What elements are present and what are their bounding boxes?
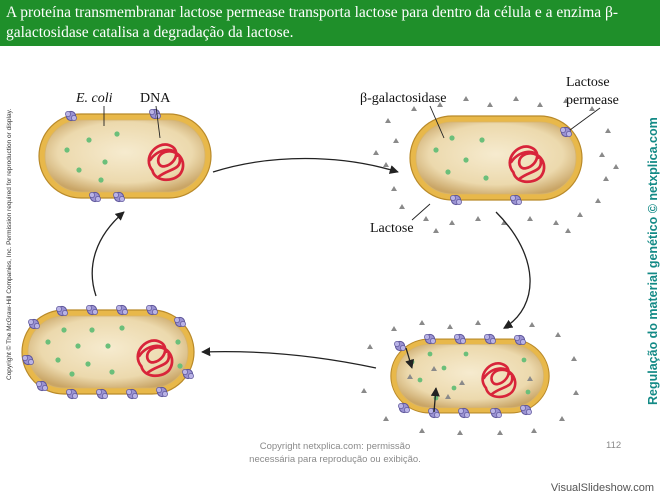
lactose-particles-outside-2 — [361, 320, 579, 435]
arrow-top — [212, 157, 399, 174]
label-lactose-permease-2: permease — [566, 93, 619, 108]
footer-line-2: necessária para reprodução ou exibição. — [249, 454, 421, 465]
label-beta-galactosidase: β-galactosidase — [360, 91, 446, 106]
copyright-vertical: Copyright © The McGraw-Hill Companies, I… — [6, 108, 13, 380]
side-title: Regulação do material genético © netxpli… — [646, 117, 660, 405]
label-lactose-permease-1: Lactose — [566, 75, 610, 90]
lac-operon-figure: E. coli DNA β-galactosidase Lactose perm… — [0, 46, 660, 446]
cell-cycle-diagram: E. coli DNA β-galactosidase Lactose perm… — [21, 75, 619, 435]
page-number: 112 — [606, 440, 622, 451]
footer-line-1: Copyright netxplica.com: permissão — [259, 441, 411, 452]
cell-induced — [21, 304, 195, 400]
label-dna: DNA — [140, 91, 171, 106]
arrow-right — [495, 211, 531, 329]
arrow-left — [91, 211, 125, 297]
footer-copyright: Copyright netxplica.com: permissão neces… — [230, 440, 440, 466]
brand-watermark: VisualSlideshow.com — [550, 482, 654, 494]
cell-lactose-present — [373, 96, 619, 233]
cell-lactose-transport — [361, 320, 579, 435]
label-lactose: Lactose — [370, 221, 414, 236]
arrow-bottom — [201, 347, 377, 369]
label-ecoli: E. coli — [75, 91, 113, 106]
lactose-particles-outside — [373, 96, 619, 233]
slide-title: A proteína transmembranar lactose permea… — [0, 0, 660, 46]
cell-initial — [38, 108, 212, 203]
